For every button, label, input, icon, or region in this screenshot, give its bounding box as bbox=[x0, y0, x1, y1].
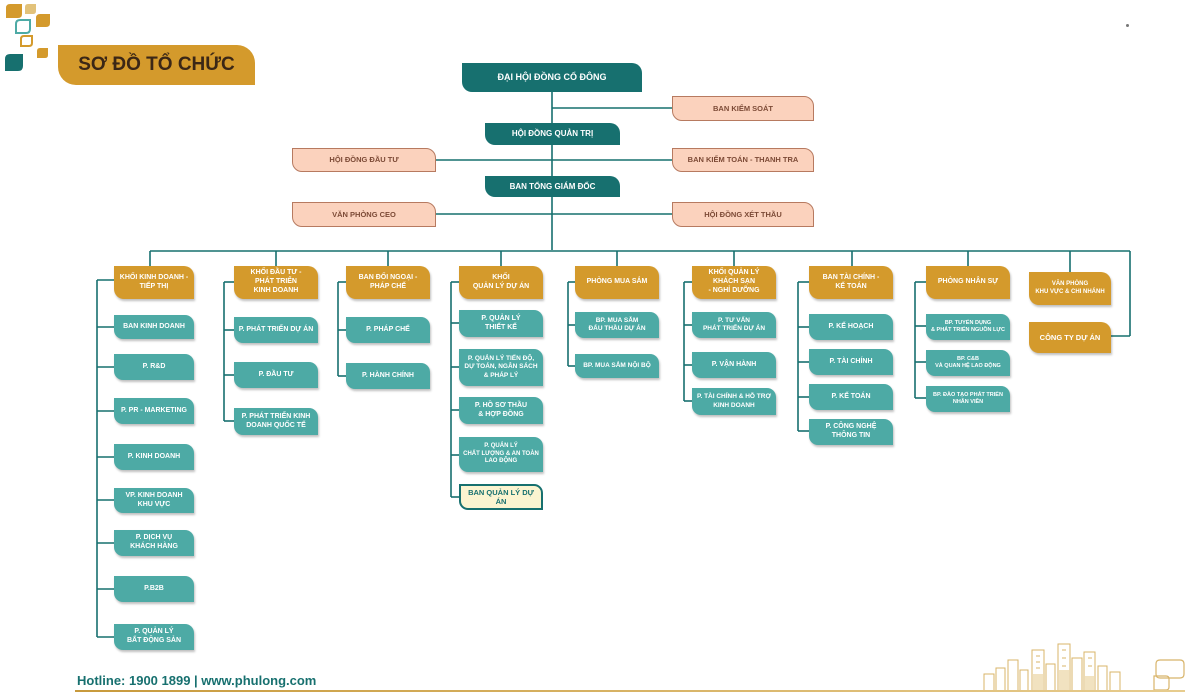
unit-box: P. KẾ TOÁN bbox=[809, 384, 893, 410]
unit-box: P. CÔNG NGHỆ THÔNG TIN bbox=[809, 419, 893, 445]
unit-box: P. QUẢN LÝ CHẤT LƯỢNG & AN TOÀN LAO ĐỘNG bbox=[459, 437, 543, 472]
unit-box: BP. MUA SẮM ĐẤU THẦU DỰ ÁN bbox=[575, 312, 659, 338]
investment-council-box: HỘI ĐỒNG ĐẦU TƯ bbox=[292, 148, 436, 172]
ceo-office-box: VĂN PHÒNG CEO bbox=[292, 202, 436, 227]
unit-box: P. KINH DOANH bbox=[114, 444, 194, 470]
division-head: BAN TÀI CHÍNH - KẾ TOÁN bbox=[809, 266, 893, 299]
page-title: SƠ ĐỒ TỔ CHỨC bbox=[78, 54, 235, 75]
unit-box: P. TÀI CHÍNH & HỖ TRỢ KINH DOANH bbox=[692, 388, 776, 415]
footer-hotline: Hotline: 1900 1899 | www.phulong.com bbox=[77, 673, 317, 688]
unit-box: P. PHÁP CHẾ bbox=[346, 317, 430, 343]
unit-box: P. QUẢN LÝ BẤT ĐỘNG SẢN bbox=[114, 624, 194, 650]
leaf-squares-logo bbox=[5, 4, 50, 71]
unit-box: P. HỒ SƠ THẦU & HỢP ĐỒNG bbox=[459, 397, 543, 424]
project-management-board-box: BAN QUẢN LÝ DỰ ÁN bbox=[459, 484, 543, 510]
project-company-box: CÔNG TY DỰ ÁN bbox=[1029, 322, 1111, 353]
ceo-board-box: BAN TỔNG GIÁM ĐỐC bbox=[485, 176, 620, 197]
division-head: KHỐI KINH DOANH - TIẾP THỊ bbox=[114, 266, 194, 299]
unit-box: P.B2B bbox=[114, 576, 194, 602]
unit-box: P. ĐẦU TƯ bbox=[234, 362, 318, 388]
audit-box: BAN KIỂM TOÁN - THANH TRA bbox=[672, 148, 814, 172]
division-head: KHỐI QUẢN LÝ KHÁCH SẠN - NGHỈ DƯỠNG bbox=[692, 266, 776, 299]
unit-box: P. DỊCH VỤ KHÁCH HÀNG bbox=[114, 530, 194, 556]
unit-box: P. VẬN HÀNH bbox=[692, 352, 776, 378]
unit-box: BP. MUA SẮM NỘI BỘ bbox=[575, 354, 659, 378]
division-head: PHÒNG MUA SẮM bbox=[575, 266, 659, 299]
division-head: BAN ĐỐI NGOẠI - PHÁP CHẾ bbox=[346, 266, 430, 299]
unit-box: P. QUẢN LÝ TIẾN ĐỘ, DỰ TOÁN, NGÂN SÁCH &… bbox=[459, 349, 543, 386]
division-head: VĂN PHÒNG KHU VỰC & CHI NHÁNH bbox=[1029, 272, 1111, 305]
unit-box: P. KẾ HOẠCH bbox=[809, 314, 893, 340]
decorative-dot bbox=[1126, 24, 1129, 27]
unit-box: P. TƯ VẤN PHÁT TRIỂN DỰ ÁN bbox=[692, 312, 776, 338]
unit-box: BAN KINH DOANH bbox=[114, 315, 194, 339]
unit-box: BP. TUYỂN DỤNG & PHÁT TRIỂN NGUỒN LỰC bbox=[926, 314, 1010, 340]
unit-box: P. PHÁT TRIỂN DỰ ÁN bbox=[234, 317, 318, 343]
division-head: PHÒNG NHÂN SỰ bbox=[926, 266, 1010, 299]
tender-council-box: HỘI ĐỒNG XÉT THẦU bbox=[672, 202, 814, 227]
leaf-outline-icon bbox=[1153, 659, 1185, 691]
unit-box: P. PR - MARKETING bbox=[114, 398, 194, 424]
unit-box: P. TÀI CHÍNH bbox=[809, 349, 893, 375]
supervisory-box: BAN KIỂM SOÁT bbox=[672, 96, 814, 121]
unit-box: BP. ĐÀO TẠO PHÁT TRIỂN NHÂN VIÊN bbox=[926, 386, 1010, 412]
unit-box: P. R&D bbox=[114, 354, 194, 380]
unit-box: VP. KINH DOANH KHU VỰC bbox=[114, 488, 194, 513]
page-title-banner: SƠ ĐỒ TỔ CHỨC bbox=[58, 45, 255, 85]
unit-box: P. HÀNH CHÍNH bbox=[346, 363, 430, 389]
division-head: KHỐI ĐẦU TƯ - PHÁT TRIỂN KINH DOANH bbox=[234, 266, 318, 299]
shareholders-box: ĐẠI HỘI ĐỒNG CỔ ĐÔNG bbox=[462, 63, 642, 92]
unit-box: P. QUẢN LÝ THIẾT KẾ bbox=[459, 310, 543, 337]
city-skyline-icon bbox=[983, 643, 1121, 692]
unit-box: P. PHÁT TRIỂN KINH DOANH QUỐC TẾ bbox=[234, 408, 318, 435]
unit-box: BP. C&B VÀ QUAN HỆ LAO ĐỘNG bbox=[926, 350, 1010, 376]
footer-divider bbox=[75, 690, 1185, 692]
division-head: KHỐI QUẢN LÝ DỰ ÁN bbox=[459, 266, 543, 299]
board-box: HỘI ĐỒNG QUẢN TRỊ bbox=[485, 123, 620, 145]
